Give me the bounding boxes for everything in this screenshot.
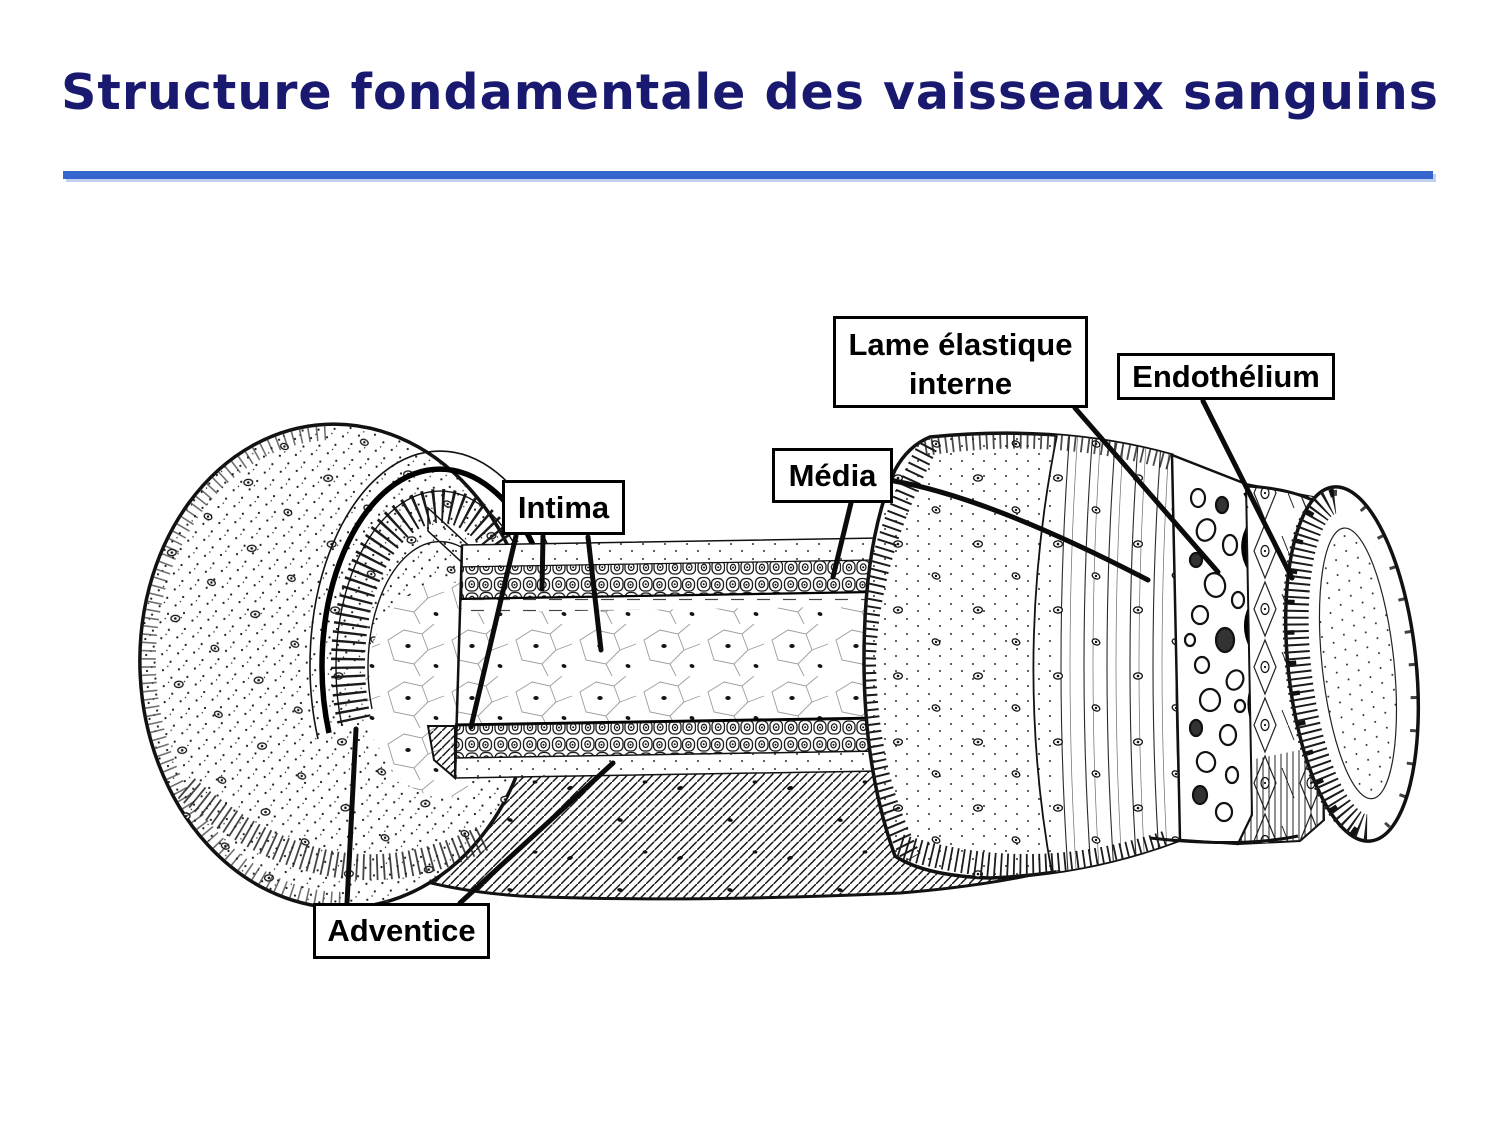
label-endothelium: Endothélium [1117, 353, 1335, 400]
label-lame-elastique-interne: Lame élastique interne [833, 316, 1088, 408]
leader-media-1 [830, 500, 854, 580]
slide-title: Structure fondamentale des vaisseaux san… [61, 64, 1439, 121]
leader-intima-2 [539, 533, 546, 592]
label-lame-line1: Lame élastique [848, 327, 1073, 362]
leader-adventice-2 [457, 760, 616, 906]
cutaway-tube [426, 506, 881, 781]
leader-intima-3 [585, 534, 604, 653]
leader-media-2 [891, 478, 1151, 583]
media-cylinder [862, 431, 1182, 880]
label-media: Média [772, 448, 893, 503]
leader-adventice-1 [344, 726, 359, 906]
label-lame-line2: interne [908, 365, 1013, 401]
right-opening [1282, 485, 1421, 843]
leader-intima-1 [468, 533, 519, 730]
leader-lines [344, 398, 1295, 906]
label-adventice: Adventice [313, 903, 490, 959]
label-intima: Intima [502, 480, 625, 535]
title-underline [63, 171, 1433, 179]
top-edge-line [1245, 484, 1313, 502]
leader-lame-elastique [1072, 405, 1221, 575]
elastic-lamina-band [1170, 453, 1264, 846]
leader-endothelium [1200, 398, 1295, 581]
bottom-edge-line [1149, 834, 1299, 845]
